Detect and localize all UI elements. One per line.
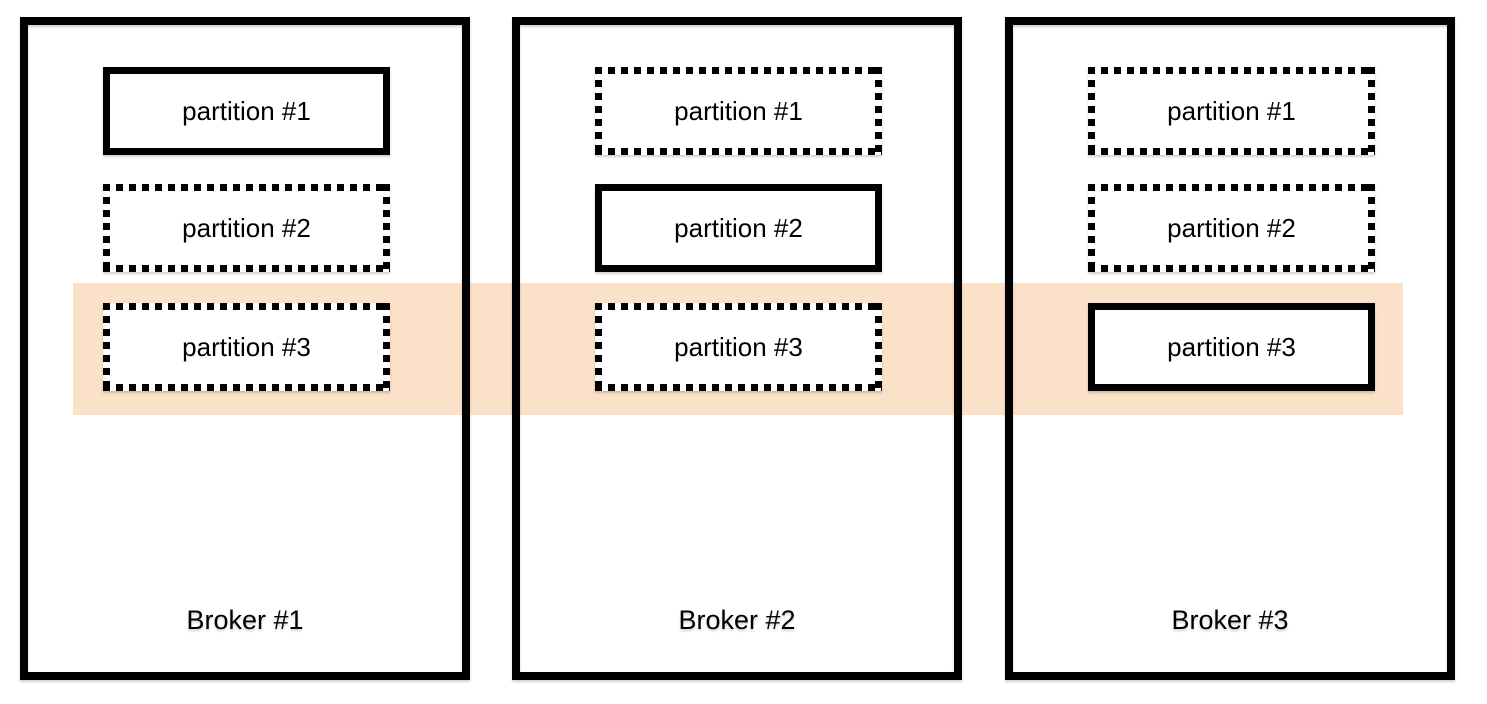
partition-label: partition #2 (182, 213, 311, 243)
broker-box-3: partition #1 partition #2 partition #3 B… (1005, 17, 1455, 680)
partition-box-replica: partition #1 (1088, 67, 1375, 155)
partition-box-leader: partition #3 (1088, 303, 1375, 391)
broker-box-1: partition #1 partition #2 partition #3 B… (20, 17, 470, 680)
partition-box-replica: partition #3 (595, 303, 882, 391)
partition-box-leader: partition #2 (595, 184, 882, 272)
partition-box-replica: partition #2 (1088, 184, 1375, 272)
partition-label: partition #3 (1167, 332, 1296, 362)
partition-label: partition #1 (674, 96, 803, 126)
partition-label: partition #2 (674, 213, 803, 243)
partition-box-replica: partition #3 (103, 303, 390, 391)
broker-label: Broker #1 (186, 605, 304, 635)
partition-label: partition #1 (1167, 96, 1296, 126)
broker-label: Broker #3 (1171, 605, 1289, 635)
partition-box-replica: partition #2 (103, 184, 390, 272)
partition-box-leader: partition #1 (103, 67, 390, 155)
partition-label: partition #3 (674, 332, 803, 362)
partition-label: partition #1 (182, 96, 311, 126)
broker-label: Broker #2 (678, 605, 796, 635)
partition-label: partition #3 (182, 332, 311, 362)
broker-box-2: partition #1 partition #2 partition #3 B… (512, 17, 962, 680)
partition-label: partition #2 (1167, 213, 1296, 243)
partition-box-replica: partition #1 (595, 67, 882, 155)
